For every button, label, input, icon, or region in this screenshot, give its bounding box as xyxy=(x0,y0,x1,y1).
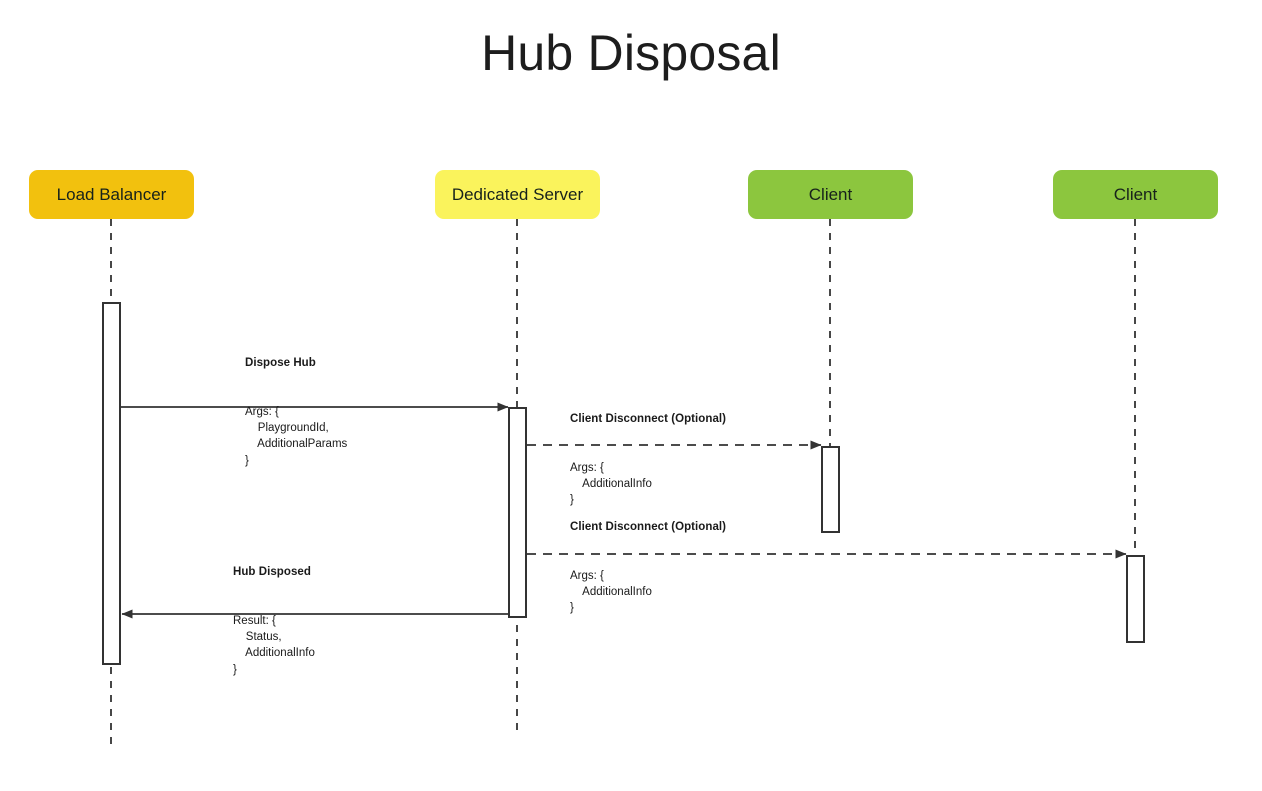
activation-bar-dedicated-server xyxy=(508,407,527,618)
message-body-client-disconnect-2: Args: { AdditionalInfo } xyxy=(570,570,652,615)
actor-label-load-balancer: Load Balancer xyxy=(56,184,167,204)
actor-box-client-1[interactable]: Client xyxy=(748,170,913,219)
activation-bars xyxy=(102,302,1145,665)
message-body-client-disconnect-1: Args: { AdditionalInfo } xyxy=(570,462,652,507)
message-body-dispose-hub: Args: { PlaygroundId, AdditionalParams } xyxy=(245,406,348,467)
message-label-client-disconnect-1: Client Disconnect (Optional) Args: { Add… xyxy=(570,379,726,541)
activation-bar-client-1 xyxy=(821,446,840,533)
actor-box-load-balancer[interactable]: Load Balancer xyxy=(29,170,194,219)
actor-label-client-2: Client xyxy=(1113,184,1158,204)
message-label-client-disconnect-2: Client Disconnect (Optional) Args: { Add… xyxy=(570,487,726,649)
actor-box-dedicated-server[interactable]: Dedicated Server xyxy=(435,170,600,219)
message-title-client-disconnect-1: Client Disconnect (Optional) xyxy=(570,413,727,426)
message-title-dispose-hub: Dispose Hub xyxy=(245,357,316,370)
actor-label-dedicated-server: Dedicated Server xyxy=(451,184,584,204)
message-arrows xyxy=(121,402,1127,619)
message-title-client-disconnect-2: Client Disconnect (Optional) xyxy=(570,521,727,534)
activation-bar-load-balancer xyxy=(102,302,121,665)
message-title-hub-disposed: Hub Disposed xyxy=(233,566,311,579)
message-label-hub-disposed: Hub Disposed Result: { Status, Additiona… xyxy=(233,532,315,710)
actor-box-client-2[interactable]: Client xyxy=(1053,170,1218,219)
message-label-dispose-hub: Dispose Hub Args: { PlaygroundId, Additi… xyxy=(245,323,347,501)
activation-bar-client-2 xyxy=(1126,555,1145,643)
message-body-hub-disposed: Result: { Status, AdditionalInfo } xyxy=(233,615,315,676)
actor-label-client-1: Client xyxy=(808,184,853,204)
page-title: Hub Disposal xyxy=(481,25,781,81)
